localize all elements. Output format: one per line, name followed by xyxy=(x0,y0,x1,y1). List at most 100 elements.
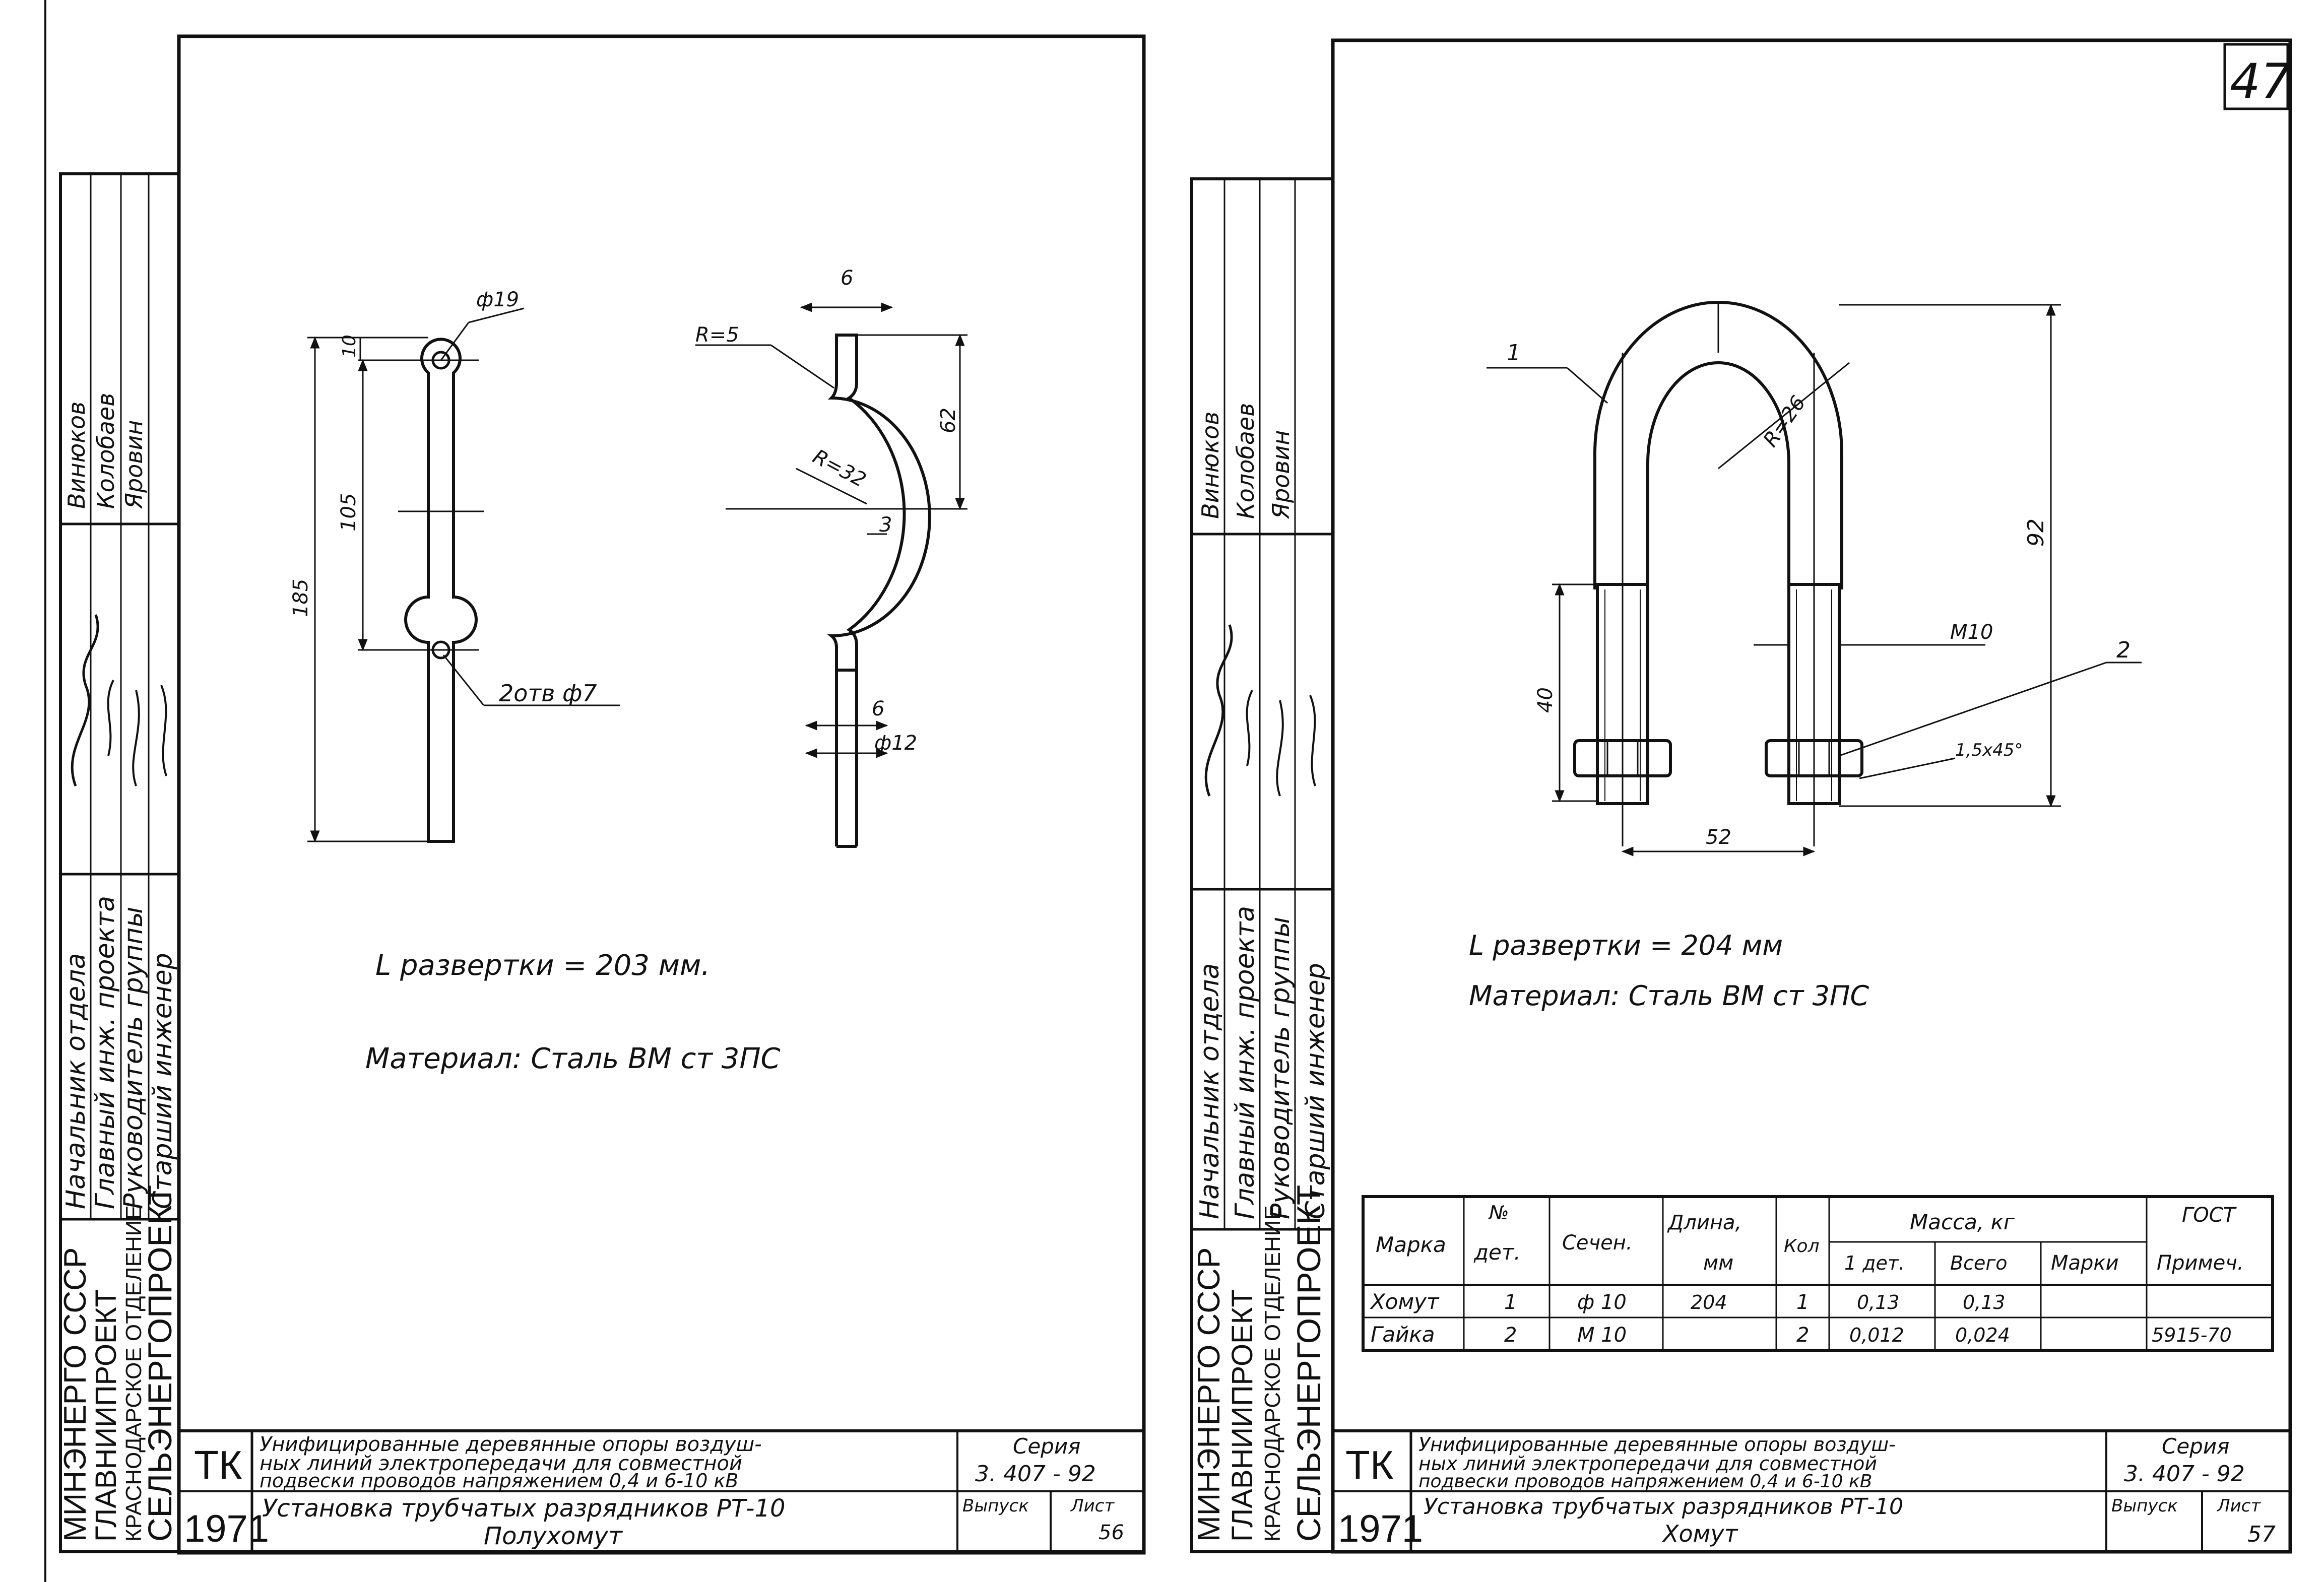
left-strip-drawing: ф19 10 105 185 2отв ф7 xyxy=(289,288,620,843)
th-vsego: Всего xyxy=(1950,1252,2008,1274)
left-series-label: Серия xyxy=(1013,1434,1080,1459)
dim-d10: 10 xyxy=(339,335,360,358)
cell-mass1: 0,012 xyxy=(1849,1324,1904,1346)
left-series-value: 3. 407 - 92 xyxy=(975,1461,1096,1487)
left-title-1: Унифицированные деревянные опоры воздуш- xyxy=(260,1433,762,1456)
left-tk: ТК xyxy=(194,1442,242,1487)
dim-m10: М10 xyxy=(1950,621,1993,644)
right-signatures xyxy=(1204,624,1316,797)
left-role-4: Старший инженер xyxy=(148,953,178,1209)
right-series-value: 3. 407 - 92 xyxy=(2124,1461,2245,1487)
dim-d19: ф19 xyxy=(476,288,519,311)
left-name-2: Колобаев xyxy=(92,393,119,509)
cell-mass-total: 0,024 xyxy=(1955,1324,2010,1346)
right-title-3: подвески проводов напряжением 0,4 и 6-10… xyxy=(1418,1471,1872,1492)
right-role-2: Главный инж. проекта xyxy=(1230,906,1260,1219)
page-number-box xyxy=(2223,43,2289,110)
right-title-1: Унифицированные деревянные опоры воздуш- xyxy=(1418,1433,1896,1456)
left-org-ministry: МИНЭНЕРГО СССР xyxy=(58,1247,93,1542)
dim-d105: 105 xyxy=(337,493,360,532)
th-kol: Кол xyxy=(1784,1236,1820,1257)
left-sheet-label: Лист xyxy=(1070,1496,1115,1516)
table-row: Гайка 2 М 10 2 0,012 0,024 5915-70 xyxy=(1371,1322,2232,1347)
dim-r32: R=32 xyxy=(809,445,870,492)
cell-gost: 5915-70 xyxy=(2152,1324,2232,1346)
right-name-3: Яровин xyxy=(1267,430,1295,519)
th-mm: мм xyxy=(1703,1251,1733,1275)
right-role-3: Руководитель группы xyxy=(1265,917,1296,1219)
right-subtitle-2: Хомут xyxy=(1662,1520,1738,1547)
cell-det: 2 xyxy=(1504,1324,1517,1347)
th-marka: Марка xyxy=(1376,1232,1446,1257)
cell-dlina: 204 xyxy=(1691,1291,1727,1313)
u-bolt-drawing: 1 2 R=26 92 40 М10 1,5x45° 52 xyxy=(1487,301,2142,856)
dim-d52: 52 xyxy=(1706,826,1731,849)
left-org-branch: КРАСНОДАРСКОЕ ОТДЕЛЕНИЕ xyxy=(121,1205,146,1542)
left-name-1: Винюков xyxy=(63,402,90,509)
pos-2: 2 xyxy=(2116,637,2131,663)
page-number: 47 xyxy=(2230,53,2291,110)
right-sheet-no: 57 xyxy=(2247,1522,2276,1547)
dim-d92: 92 xyxy=(2023,518,2049,547)
left-sheet-frame xyxy=(177,34,1146,1555)
left-sheet: Начальник отдела Главный инж. проекта Ру… xyxy=(44,0,1146,1582)
pos-1: 1 xyxy=(1507,340,1521,366)
th-dlina: Длина, xyxy=(1667,1211,1741,1234)
dim-d62: 62 xyxy=(937,408,960,433)
left-role-2: Главный инж. проекта xyxy=(90,896,120,1209)
dim-chamfer: 1,5x45° xyxy=(1955,740,2023,760)
th-det1: 1 дет. xyxy=(1844,1252,1905,1274)
left-issue-label: Выпуск xyxy=(962,1496,1029,1516)
cell-mass1: 0,13 xyxy=(1857,1291,1900,1313)
left-title-block: ТК 1971 Унифицированные деревянные опоры… xyxy=(177,1429,1145,1553)
dim-d185: 185 xyxy=(289,579,312,617)
dim-r5: R=5 xyxy=(695,323,739,347)
left-signatures xyxy=(71,614,167,786)
cell-kol: 1 xyxy=(1796,1291,1809,1314)
right-subtitle-1: Установка трубчатых разрядников РТ-10 xyxy=(1424,1494,1903,1520)
th-massa: Масса, кг xyxy=(1910,1210,2015,1234)
right-length-note: L развертки = 204 мм xyxy=(1469,930,1783,961)
right-org-ministry: МИНЭНЕРГО СССР xyxy=(1192,1247,1226,1542)
cell-sech: ф 10 xyxy=(1577,1291,1627,1314)
right-name-2: Колобаев xyxy=(1232,403,1259,519)
right-title-2: ных линий электропередачи для совместной xyxy=(1418,1453,1877,1475)
right-series-label: Серия xyxy=(2162,1434,2229,1459)
right-side-stamp: Начальник отдела Главный инж. проекта Ру… xyxy=(1190,177,1334,1553)
left-side-stamp: Начальник отдела Главный инж. проекта Ру… xyxy=(58,172,180,1553)
right-org-branch: КРАСНОДАРСКОЕ ОТДЕЛЕНИЕ xyxy=(1260,1205,1285,1542)
right-material-note: Материал: Сталь ВМ ст 3ПС xyxy=(1469,980,1869,1012)
left-title-2: ных линий электропередачи для совместной xyxy=(260,1452,742,1475)
dim-d3: 3 xyxy=(879,513,892,537)
left-subtitle-1: Установка трубчатых разрядников РТ-10 xyxy=(262,1494,786,1523)
th-prim: Примеч. xyxy=(2157,1251,2244,1275)
cell-mass-total: 0,13 xyxy=(1963,1291,2006,1313)
dim-w6-bottom: 6 xyxy=(872,697,884,720)
th-marki: Марки xyxy=(2051,1251,2119,1275)
left-name-3: Яровин xyxy=(120,420,148,509)
right-sheet: 47 Начальник отдела Главный инж. проекта… xyxy=(1190,38,2292,1554)
left-subtitle-2: Полухомут xyxy=(484,1522,623,1550)
left-org-name: СЕЛЬЭНЕРГОПРОЕКТ xyxy=(141,1185,178,1542)
spec-table: Марка № дет. Сечен. Длина, мм Кол Масса,… xyxy=(1362,1195,2274,1352)
right-sheet-label: Лист xyxy=(2216,1496,2261,1516)
left-length-note: L развертки = 203 мм. xyxy=(375,949,710,982)
right-org-name: СЕЛЬЭНЕРГОПРОЕКТ xyxy=(1290,1185,1327,1542)
cell-kol: 2 xyxy=(1796,1324,1809,1347)
cell-det: 1 xyxy=(1504,1291,1517,1314)
left-role-3: Руководитель группы xyxy=(118,907,149,1209)
right-role-1: Начальник отдела xyxy=(1195,963,1225,1219)
left-org-institute: ГЛАВНИИПРОЕКТ xyxy=(90,1289,122,1542)
right-tk: ТК xyxy=(1345,1442,1394,1487)
left-sheet-no: 56 xyxy=(1099,1521,1124,1544)
right-issue-label: Выпуск xyxy=(2111,1496,2178,1516)
th-gost: ГОСТ xyxy=(2182,1204,2237,1227)
dim-r26: R=26 xyxy=(1759,391,1811,451)
cell-marka: Хомут xyxy=(1370,1289,1440,1314)
right-title-block: ТК 1971 Унифицированные деревянные опоры… xyxy=(1331,1429,2292,1553)
th-sech: Сечен. xyxy=(1562,1231,1633,1255)
dim-holes: 2отв ф7 xyxy=(499,680,597,707)
left-profile-drawing: R=5 6 62 R=32 3 6 ф12 xyxy=(695,267,967,848)
th-det: дет. xyxy=(1473,1240,1521,1265)
